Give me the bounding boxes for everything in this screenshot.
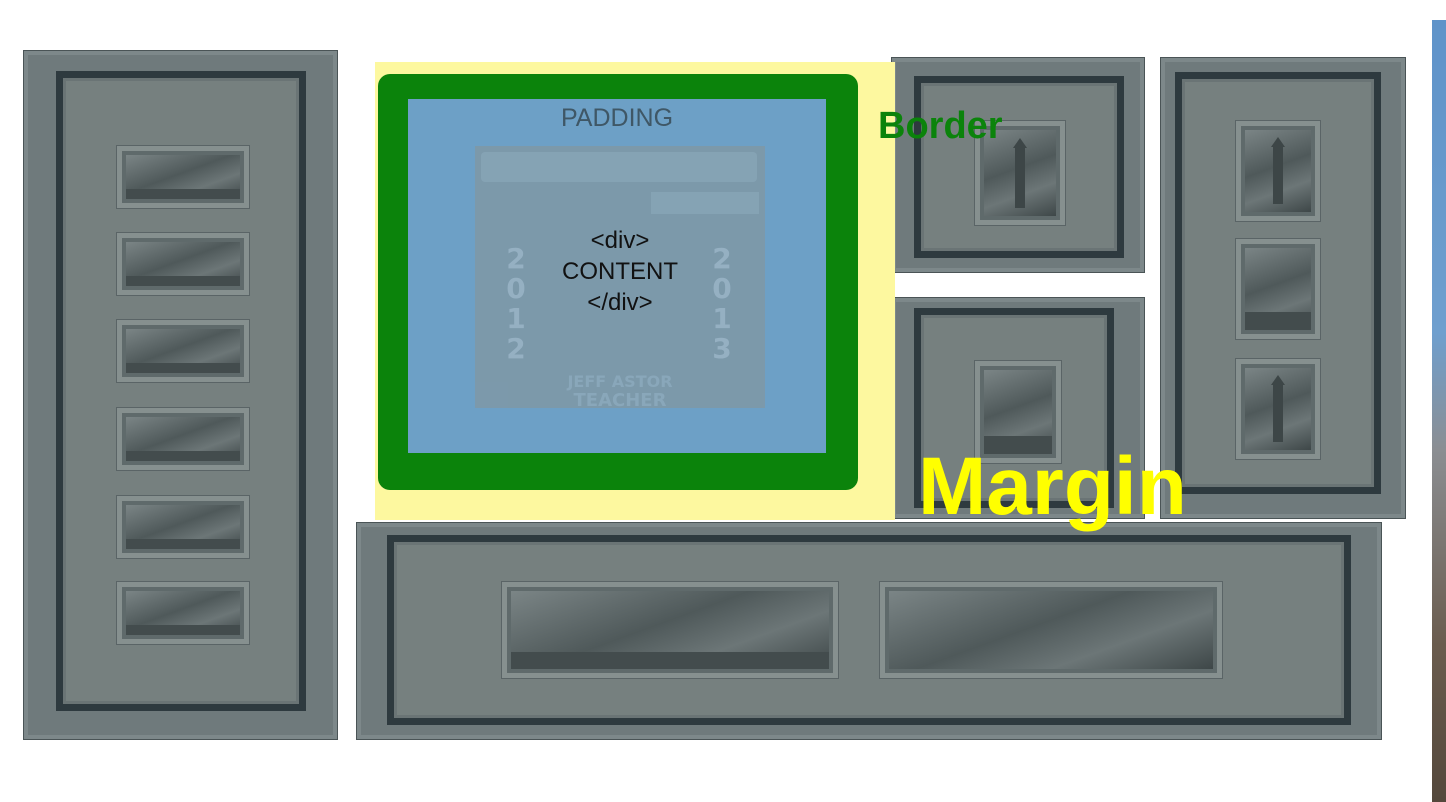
- photo: [1245, 368, 1311, 450]
- faded-logo-banner: [481, 152, 757, 182]
- photo: [126, 155, 240, 199]
- left-tall-frame: [23, 50, 338, 740]
- year-digit: 2: [506, 332, 526, 365]
- photo-mat: [117, 408, 249, 470]
- photo-mat: [1236, 239, 1320, 339]
- photo-mat: [502, 582, 838, 678]
- photo: [1245, 248, 1311, 330]
- frame-top-middle: [891, 57, 1145, 273]
- photo-mat: [880, 582, 1222, 678]
- frame-bottom-middle: [891, 297, 1145, 519]
- frame-inner: [914, 308, 1114, 508]
- bottom-wide-frame: [356, 522, 1382, 740]
- content-area: 2 0 1 2 2 0 1 3 JEFF ASTOR TEACHER: [475, 146, 765, 411]
- year-digit: 0: [712, 272, 732, 305]
- tower-icon: [1013, 137, 1027, 208]
- year-digit: 2: [712, 242, 732, 275]
- photo-mat: [975, 361, 1061, 463]
- frame-inner: [1175, 72, 1381, 494]
- photo-mat: [117, 146, 249, 208]
- frame-inner: [914, 76, 1124, 258]
- left-frame-inner: [56, 71, 306, 711]
- year-digit: 1: [506, 302, 526, 335]
- frame-tall-right: [1160, 57, 1406, 519]
- content-label: <div> CONTENT </div>: [475, 225, 765, 318]
- photo: [889, 591, 1213, 669]
- content-open-tag: <div>: [590, 227, 650, 254]
- border-label: Border: [878, 105, 1003, 147]
- photo: [126, 417, 240, 461]
- faded-name: JEFF ASTOR: [567, 372, 673, 391]
- photo-mat: [1236, 359, 1320, 459]
- content-close-tag: </div>: [587, 289, 653, 316]
- photo: [511, 591, 829, 669]
- year-digit: 2: [506, 242, 526, 275]
- margin-label: Margin: [918, 441, 1187, 532]
- year-digit: 3: [712, 332, 732, 365]
- photo: [126, 505, 240, 549]
- photo-mat: [975, 121, 1065, 225]
- tower-icon: [1271, 374, 1285, 442]
- content-word: CONTENT: [562, 258, 678, 285]
- photo: [984, 370, 1052, 454]
- photo-mat: [117, 320, 249, 382]
- photo-mat: [117, 582, 249, 644]
- year-digit: 0: [506, 272, 526, 305]
- photo: [984, 130, 1056, 216]
- photo: [1245, 130, 1311, 212]
- padding-label: PADDING: [560, 104, 674, 132]
- photo: [126, 242, 240, 286]
- photo-mat: [1236, 121, 1320, 221]
- faded-title: TEACHER: [573, 390, 667, 411]
- faded-subtitle-box: [651, 192, 759, 214]
- cropped-background-image: [1432, 20, 1446, 802]
- photo: [126, 329, 240, 373]
- frame-inner: [387, 535, 1351, 725]
- photo-mat: [117, 233, 249, 295]
- year-digit: 1: [712, 302, 732, 335]
- photo: [126, 591, 240, 635]
- tower-icon: [1271, 136, 1285, 204]
- photo-mat: [117, 496, 249, 558]
